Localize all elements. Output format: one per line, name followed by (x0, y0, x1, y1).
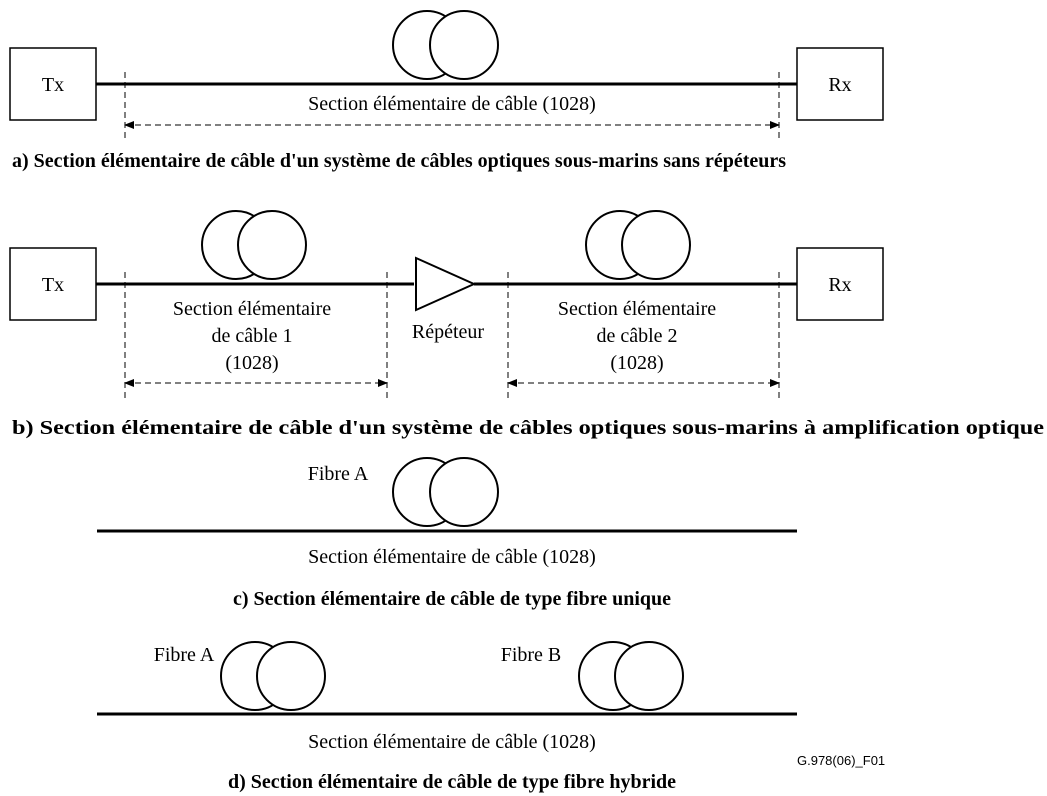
caption-b: b) Section élémentaire de câble d'un sys… (12, 417, 1044, 439)
panel-d: Fibre A Fibre B Section élémentaire de c… (97, 641, 885, 793)
section1-line1: Section élémentaire (173, 298, 331, 320)
caption-d: d) Section élémentaire de câble de type … (228, 771, 676, 793)
caption-a: a) Section élémentaire de câble d'un sys… (12, 150, 786, 172)
rx-box (796, 247, 884, 321)
section1-line3: (1028) (225, 352, 278, 374)
fibre-a-label: Fibre A (308, 463, 369, 485)
panel-b: Tx Rx Répéteur Section élémentaire de câ… (9, 210, 1044, 439)
tx-label: Tx (42, 74, 64, 96)
section2-line2: de câble 2 (596, 325, 677, 347)
rx-label: Rx (828, 74, 851, 96)
rx-box (796, 47, 884, 121)
fibre-coil-icon (585, 210, 691, 280)
fibre-b-label: Fibre B (501, 644, 562, 666)
tx-label: Tx (42, 274, 64, 296)
tx-box (9, 247, 97, 321)
fibre-coil-icon (201, 210, 307, 280)
caption-c: c) Section élémentaire de câble de type … (233, 588, 671, 610)
fibre-coil-icon (220, 641, 326, 711)
rx-label: Rx (828, 274, 851, 296)
fibre-coil-icon (578, 641, 684, 711)
section2-line1: Section élémentaire (558, 298, 716, 320)
repeater-amplifier-icon (415, 256, 477, 312)
figure-reference: G.978(06)_F01 (797, 753, 885, 768)
section2-line3: (1028) (610, 352, 663, 374)
panel-c: Fibre A Section élémentaire de câble (10… (97, 457, 797, 610)
repeater-label: Répéteur (412, 321, 485, 343)
section-label: Section élémentaire de câble (1028) (308, 93, 596, 115)
panel-a: Tx Rx Section élémentaire de câble (1028… (9, 10, 884, 172)
tx-box (9, 47, 97, 121)
section1-line2: de câble 1 (211, 325, 292, 347)
fibre-a-label: Fibre A (154, 644, 215, 666)
section-label: Section élémentaire de câble (1028) (308, 731, 596, 753)
fibre-coil-icon (392, 10, 499, 80)
section-label: Section élémentaire de câble (1028) (308, 546, 596, 568)
fibre-coil-icon (392, 457, 499, 527)
